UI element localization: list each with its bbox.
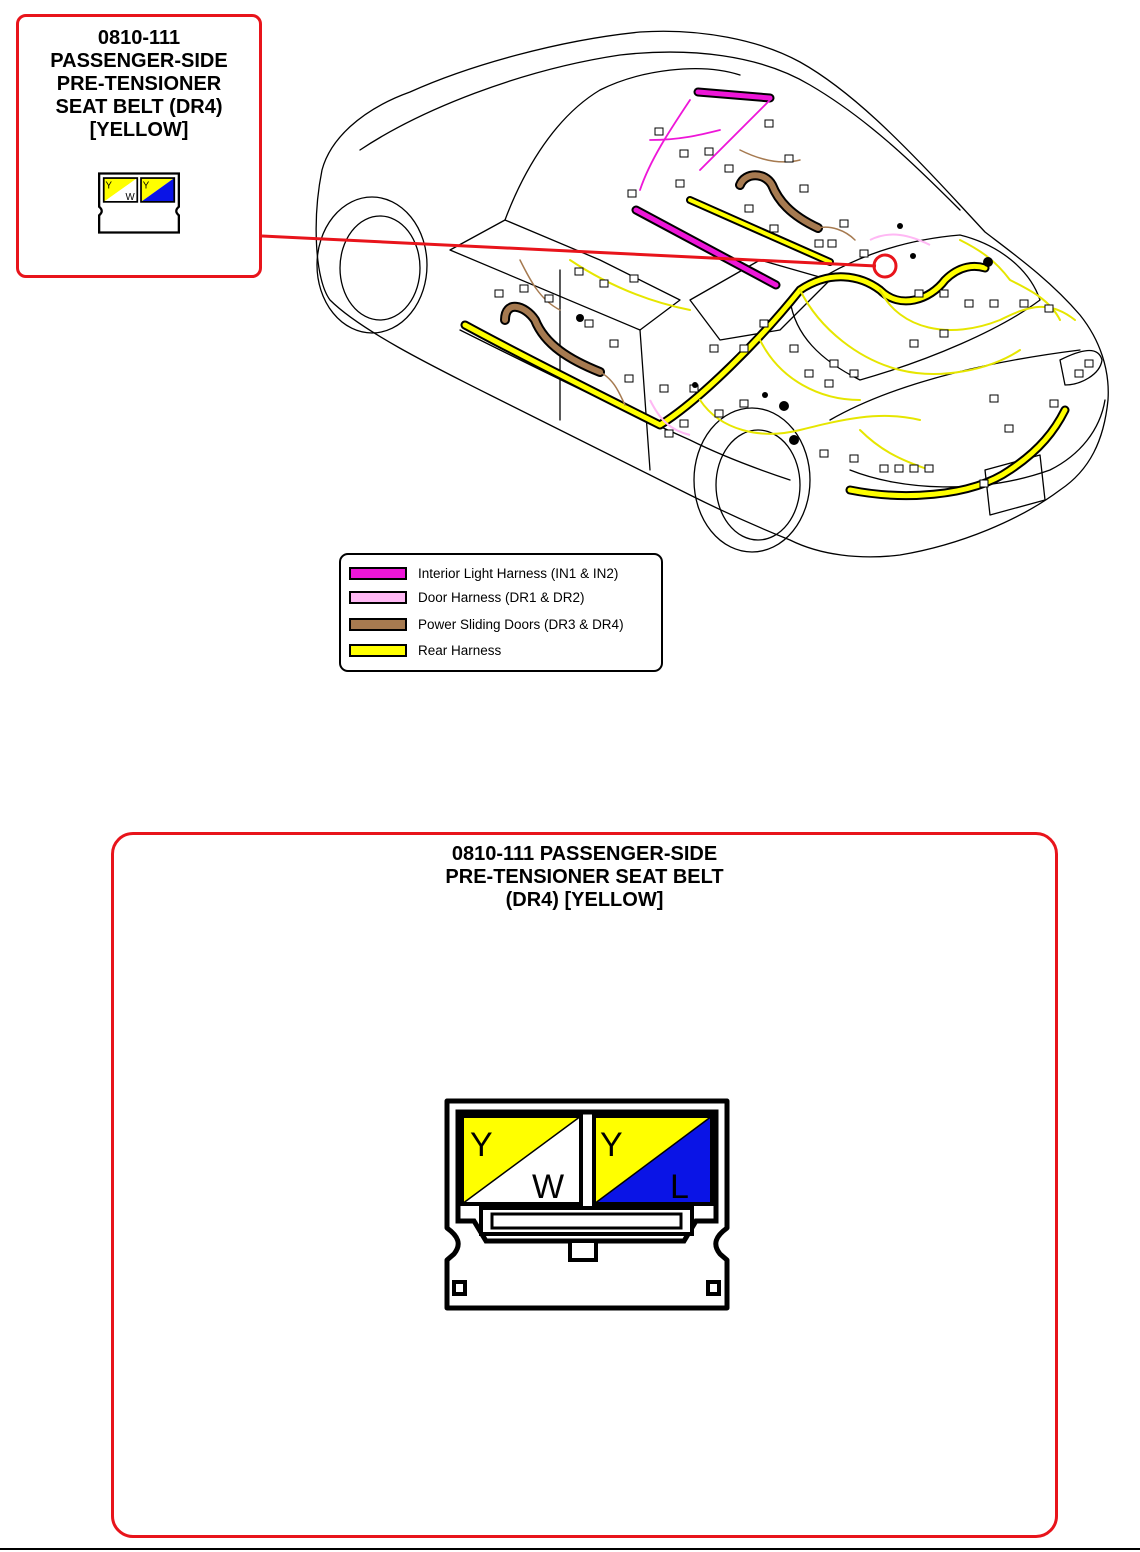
connector-face-diagram: Y W Y L bbox=[444, 1098, 730, 1311]
roof-line bbox=[359, 51, 961, 211]
front-wheel bbox=[339, 215, 421, 321]
callout-target-circle bbox=[872, 253, 898, 279]
pin-2-bottom-label: L bbox=[670, 1168, 689, 1206]
windshield bbox=[504, 68, 741, 221]
legend-item-power-sliding-doors: Power Sliding Doors (DR3 & DR4) bbox=[349, 614, 624, 634]
svg-text:Y: Y bbox=[105, 180, 112, 191]
callout-leader-line bbox=[261, 234, 877, 268]
rear-wheel-arch bbox=[693, 407, 811, 553]
pin-1-top-label: Y bbox=[470, 1126, 493, 1164]
callout-title-line: [YELLOW] bbox=[89, 119, 189, 141]
rear-harness-main bbox=[460, 262, 990, 430]
legend-item-interior-light: Interior Light Harness (IN1 & IN2) bbox=[349, 563, 618, 583]
pin-2-cavity bbox=[592, 1114, 714, 1206]
legend-swatch bbox=[349, 643, 407, 657]
page-bottom-rule bbox=[0, 1548, 1140, 1550]
vehicle-harness-illustration bbox=[261, 30, 1109, 558]
legend-swatch bbox=[349, 590, 407, 604]
callout-title-line: 0810-111 bbox=[97, 27, 181, 49]
legend-label: Rear Harness bbox=[418, 642, 502, 658]
bumper bbox=[849, 399, 1106, 488]
callout-title-line: PRE-TENSIONER bbox=[56, 73, 222, 95]
connector-lock-left bbox=[452, 1280, 467, 1296]
legend-swatch bbox=[349, 617, 407, 631]
rear-window bbox=[789, 234, 1041, 381]
rocker-panel bbox=[459, 329, 791, 481]
pin-1-bottom-label: W bbox=[532, 1168, 564, 1206]
callout-title-line: PASSENGER-SIDE bbox=[50, 50, 228, 72]
door-harness-1 bbox=[649, 399, 691, 436]
legend-label: Door Harness (DR1 & DR2) bbox=[418, 589, 585, 605]
detail-title-line: 0810-111 PASSENGER-SIDE bbox=[451, 843, 718, 865]
legend-label: Power Sliding Doors (DR3 & DR4) bbox=[418, 616, 624, 632]
pin-1-cavity bbox=[460, 1114, 583, 1206]
rear-wheel bbox=[715, 429, 801, 541]
connector-face-thumbnail: Y W Y bbox=[98, 172, 180, 234]
detail-title-line: (DR4) [YELLOW] bbox=[505, 889, 664, 911]
power-sliding-door-harness-front bbox=[500, 301, 605, 377]
svg-text:Y: Y bbox=[143, 180, 150, 191]
door-harness-2 bbox=[869, 233, 931, 246]
connector-callout-box: 0810-111 PASSENGER-SIDE PRE-TENSIONER SE… bbox=[16, 14, 262, 278]
connector-markers bbox=[494, 119, 1094, 488]
tail-light bbox=[1059, 349, 1103, 386]
detail-title-line: PRE-TENSIONER SEAT BELT bbox=[445, 866, 724, 888]
detail-title: 0810-111 PASSENGER-SIDE PRE-TENSIONER SE… bbox=[114, 843, 1055, 912]
legend-item-rear: Rear Harness bbox=[349, 640, 501, 660]
front-wheel-arch bbox=[316, 196, 428, 334]
legend-label: Interior Light Harness (IN1 & IN2) bbox=[418, 565, 619, 581]
side-window-front bbox=[449, 219, 681, 331]
car-body-outline bbox=[315, 30, 1109, 558]
trunk-line bbox=[829, 349, 1081, 421]
harness-legend: Interior Light Harness (IN1 & IN2) Door … bbox=[339, 553, 663, 672]
connector-key bbox=[568, 1239, 598, 1262]
callout-title: 0810-111 PASSENGER-SIDE PRE-TENSIONER SE… bbox=[19, 27, 259, 142]
connector-detail-box: 0810-111 PASSENGER-SIDE PRE-TENSIONER SE… bbox=[111, 832, 1058, 1538]
door-seam-1 bbox=[639, 329, 651, 471]
pin-2-top-label: Y bbox=[600, 1126, 623, 1164]
callout-title-line: SEAT BELT (DR4) bbox=[55, 96, 223, 118]
connector-lock-right bbox=[706, 1280, 721, 1296]
legend-item-door: Door Harness (DR1 & DR2) bbox=[349, 587, 585, 607]
legend-swatch bbox=[349, 566, 407, 580]
svg-text:W: W bbox=[126, 192, 136, 203]
